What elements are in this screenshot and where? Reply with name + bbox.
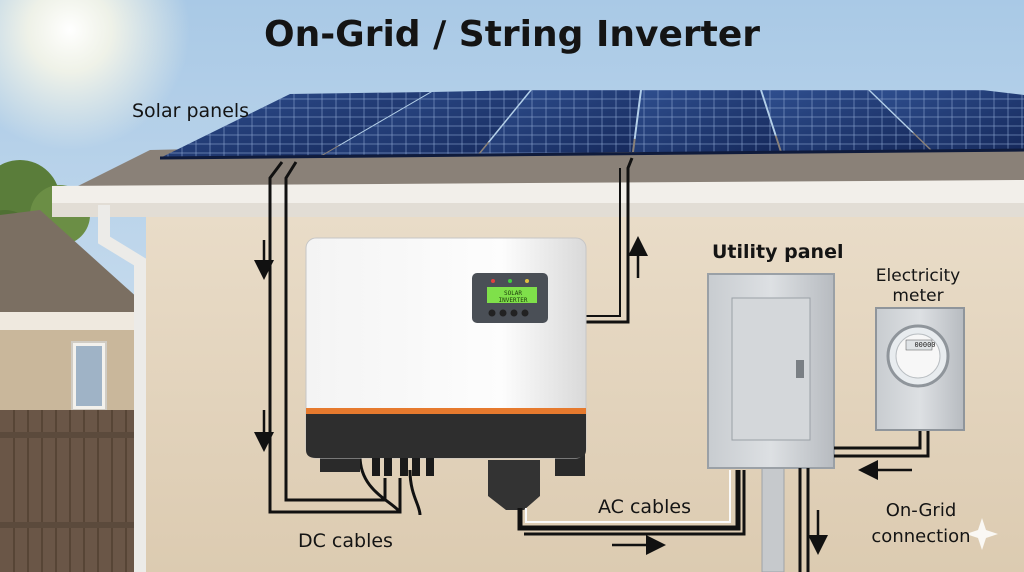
utility-panel	[707, 273, 835, 572]
label-utility-panel: Utility panel	[712, 241, 844, 263]
sun-icon	[0, 0, 190, 150]
sparkle-icon	[966, 518, 998, 550]
inverter	[305, 237, 587, 510]
flow-arrow-icon	[254, 236, 912, 555]
label-solar-panels: Solar panels	[132, 100, 250, 122]
label-dc-cables: DC cables	[298, 530, 393, 552]
grid-cables	[798, 428, 930, 572]
label-electricity-meter: Electricity meter	[875, 266, 961, 306]
meter-reading: 00000	[914, 341, 936, 349]
label-on-grid-connection: On-Grid connection	[871, 500, 971, 547]
diagram-title: On-Grid / String Inverter	[263, 14, 760, 55]
solar-panels	[159, 90, 1024, 160]
ac-cables	[517, 470, 746, 536]
dc-cables	[268, 161, 422, 516]
inverter-display-text: SOLAR INVERTER	[498, 290, 528, 304]
label-ac-cables: AC cables	[598, 496, 691, 518]
fence	[0, 410, 140, 572]
inverter-display	[487, 287, 537, 303]
downspout	[98, 205, 146, 572]
electricity-meter	[875, 307, 965, 431]
